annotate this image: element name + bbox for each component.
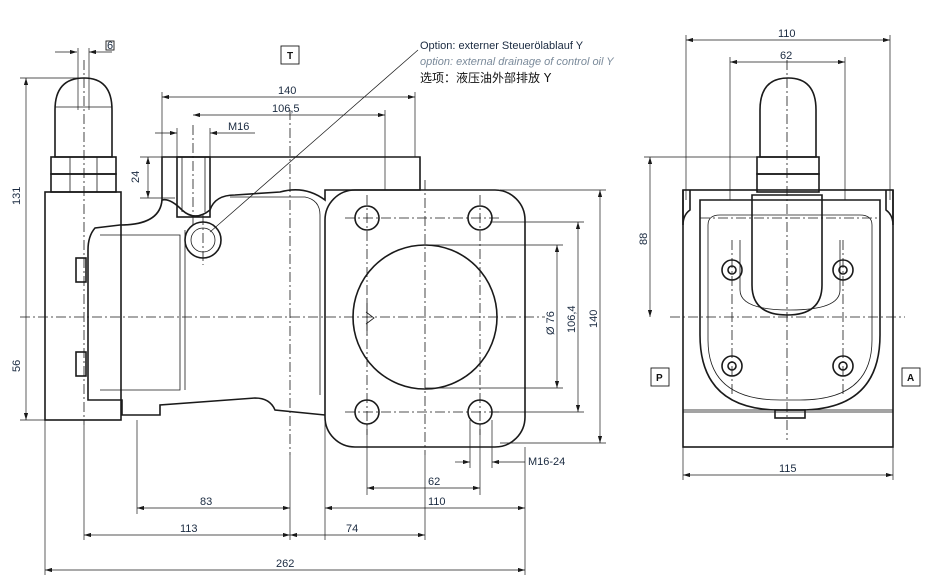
side-view-dimensions: 6 140 106,5 M16 24 131 56 140 106,4 (11, 40, 606, 575)
port-p-box (650, 367, 670, 387)
dim-wrench: 6 (107, 40, 113, 52)
dim-83: 83 (200, 496, 212, 508)
front-bolts (721, 259, 854, 377)
front-view: P A 110 62 88 115 (638, 28, 921, 480)
option-note-de: Option: externer Steuerölablauf Y (420, 40, 584, 52)
port-t-label: T (287, 51, 293, 62)
dim-140-right: 140 (588, 310, 600, 328)
dim-front-115: 115 (779, 463, 797, 475)
dim-56: 56 (11, 360, 23, 372)
dim-262: 262 (276, 558, 294, 570)
dim-front-88: 88 (638, 233, 650, 245)
port-t-box (280, 45, 300, 65)
port-a-box (901, 367, 921, 387)
dim-140-top: 140 (278, 85, 296, 97)
dim-m16-24: M16-24 (528, 456, 565, 468)
pump-body (87, 156, 526, 448)
dim-106-4: 106,4 (566, 305, 578, 333)
dim-110: 110 (428, 496, 446, 508)
dim-62: 62 (428, 476, 440, 488)
dim-74: 74 (346, 523, 358, 535)
front-view-dimensions: 110 62 88 115 (638, 28, 894, 480)
dim-113: 113 (180, 523, 198, 535)
dim-front-62: 62 (780, 50, 792, 62)
side-view: Option: externer Steuerölablauf Y option… (11, 40, 614, 575)
port-a-label: A (907, 373, 914, 384)
dim-m16: M16 (228, 121, 249, 133)
dim-front-110: 110 (778, 28, 796, 40)
port-p-label: P (656, 373, 663, 384)
dim-24: 24 (130, 171, 142, 183)
option-note-zh: 选项：液压油外部排放 Y (420, 70, 552, 85)
dim-131: 131 (11, 187, 23, 205)
option-note-en: option: external drainage of control oil… (420, 56, 614, 68)
pilot-valve (44, 60, 122, 425)
dim-76: Ø 76 (545, 311, 557, 335)
dim-106-5: 106,5 (272, 103, 300, 115)
